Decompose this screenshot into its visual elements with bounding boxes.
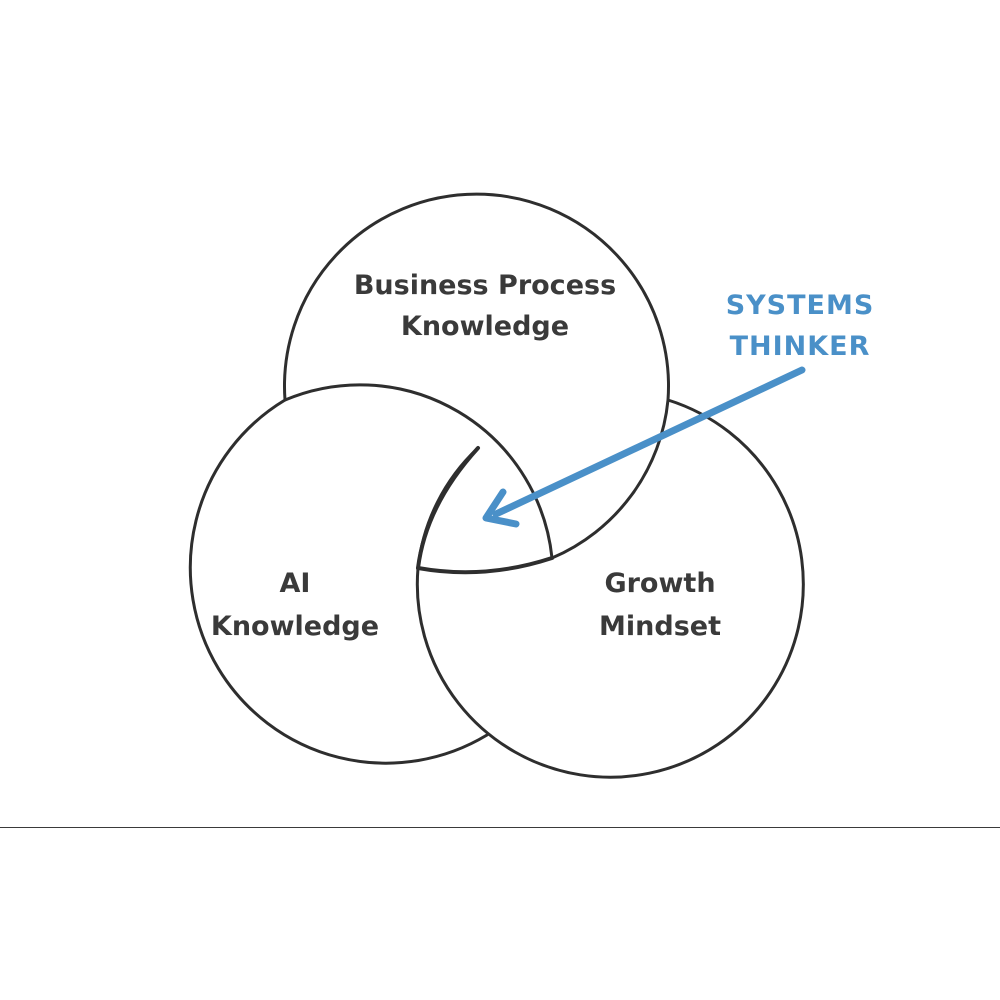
label-line: AI — [279, 568, 311, 599]
callout-line: SYSTEMS — [725, 290, 875, 321]
overlap-bottom-edge — [416, 556, 554, 575]
bottom-divider-line — [0, 827, 1000, 828]
circle-ai — [188, 383, 554, 765]
label-line: Business Process — [353, 270, 617, 301]
systems-thinker-arrow — [482, 366, 806, 528]
circle-business-process — [283, 192, 670, 560]
callout-systems-thinker: SYSTEMS THINKER — [700, 292, 900, 360]
label-line: Growth — [604, 568, 716, 599]
label-growth-mindset: Growth Mindset — [560, 570, 760, 640]
label-ai-knowledge: AI Knowledge — [180, 570, 410, 640]
callout-line: THINKER — [729, 331, 871, 362]
label-business-process-knowledge: Business Process Knowledge — [330, 272, 640, 340]
label-line: Knowledge — [210, 611, 380, 642]
label-line: Mindset — [599, 611, 721, 642]
label-line: Knowledge — [400, 311, 570, 342]
overlap-left-edge — [416, 446, 480, 570]
